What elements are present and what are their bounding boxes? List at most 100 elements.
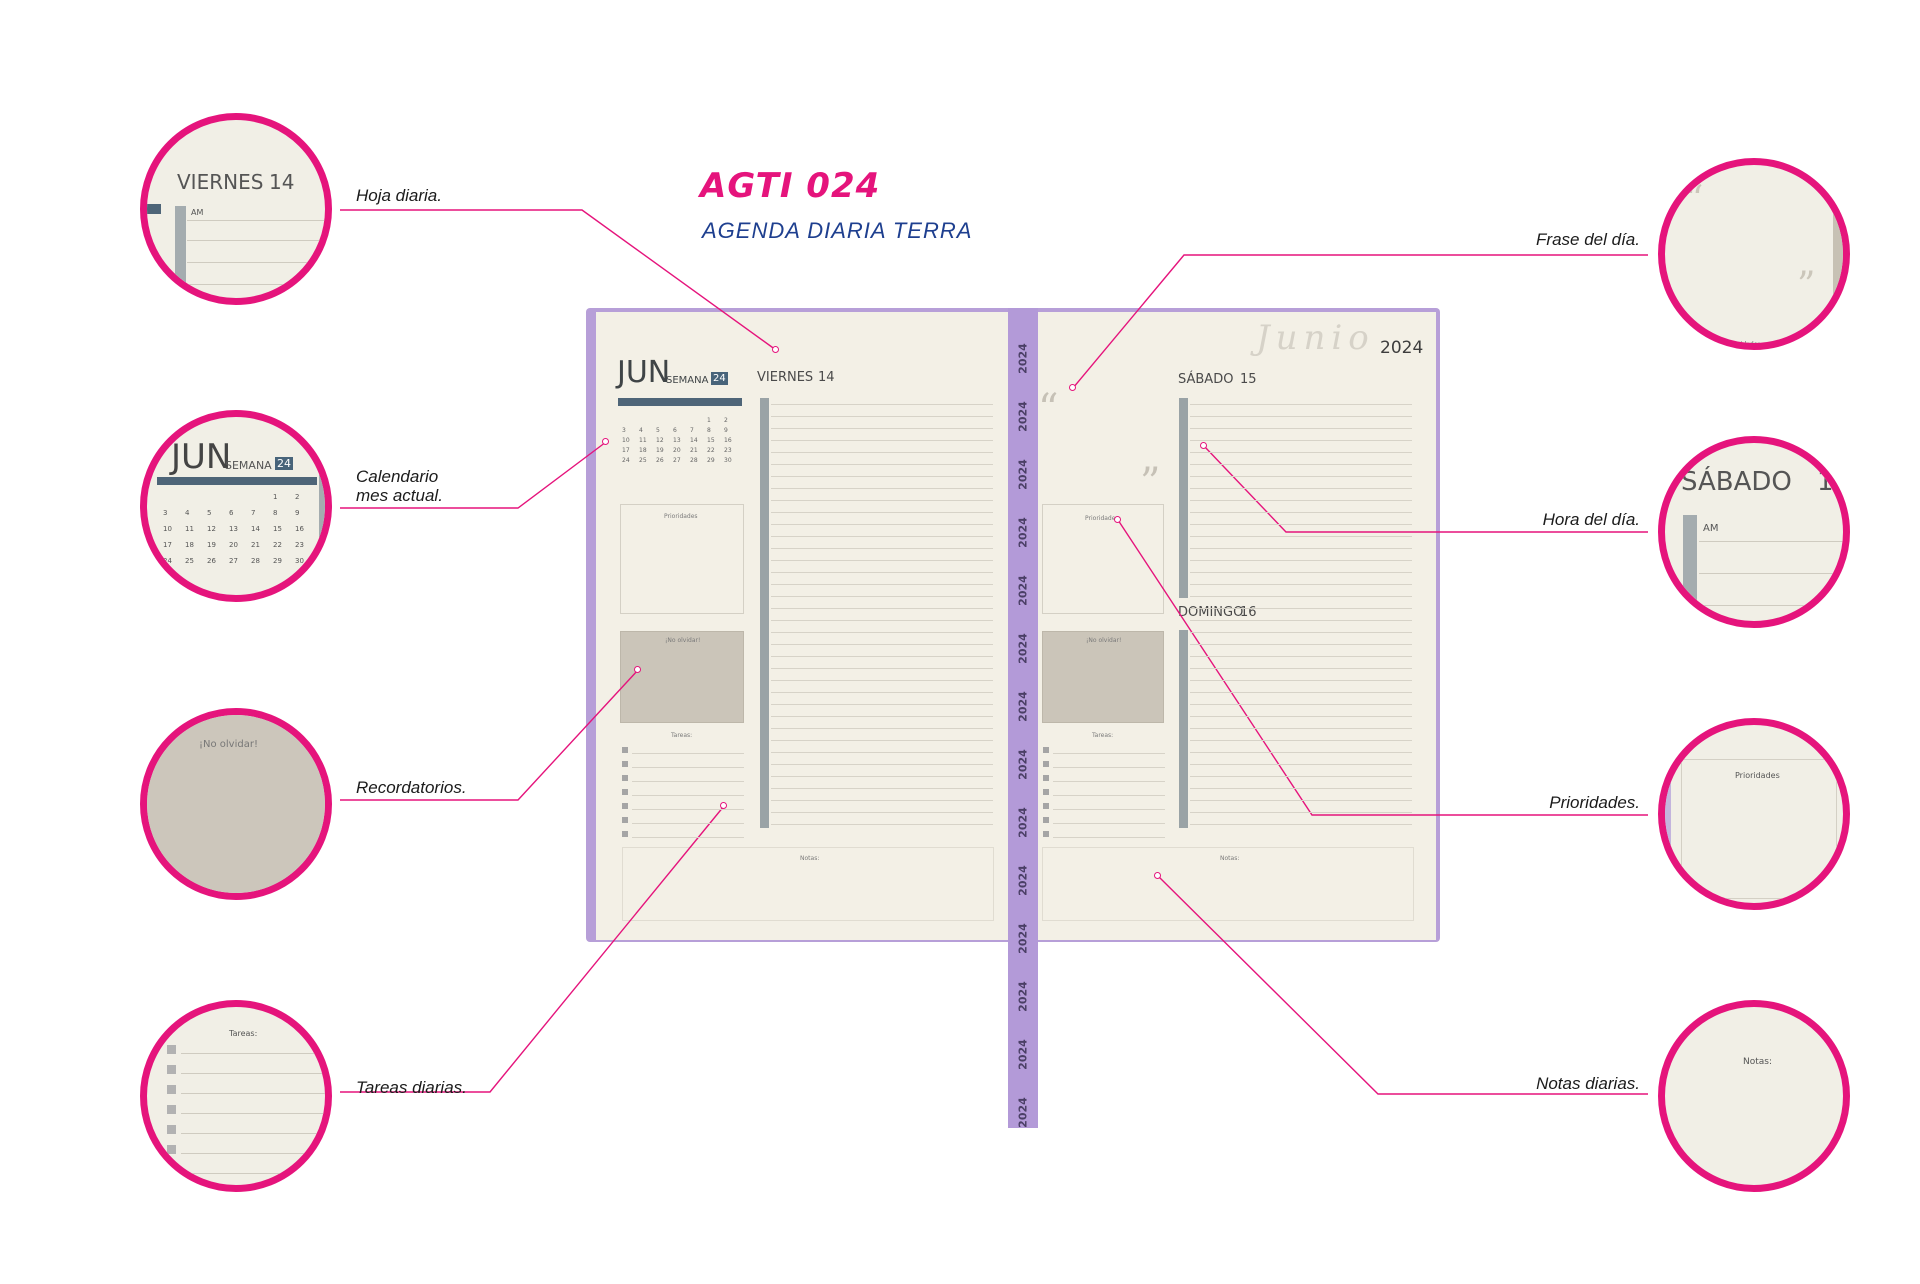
ruled-line: [1190, 452, 1412, 453]
ribbon-label: 2024: [1016, 923, 1030, 954]
zoom-calendar-day: 7: [251, 509, 256, 517]
ruled-line: [1190, 512, 1412, 513]
reminder-label-left: ¡No olvidar!: [665, 637, 701, 644]
ruled-line: [771, 560, 993, 561]
priorities-box-left: [620, 504, 744, 614]
right-page: [1022, 312, 1436, 940]
zoom-hora-line: [1699, 605, 1843, 606]
zoom-cal-week-num: 24: [275, 457, 293, 470]
notes-label-right: Notas:: [1220, 855, 1240, 862]
ruled-line: [1190, 488, 1412, 489]
task-checkbox: [622, 761, 628, 767]
calendar-day: 14: [690, 437, 698, 444]
page-week-label: SEMANA: [666, 375, 709, 386]
ribbon-label: 2024: [1016, 401, 1030, 432]
ruled-line: [1190, 692, 1412, 693]
ruled-line: [1190, 404, 1412, 405]
zoom-calendar-day: 24: [163, 557, 172, 565]
ruled-line: [771, 464, 993, 465]
callout-hoja-diaria: Hoja diaria.: [356, 186, 442, 205]
ruled-line: [1190, 596, 1412, 597]
ruled-line: [771, 488, 993, 489]
task-line: [632, 753, 744, 754]
page-year: 2024: [1380, 338, 1424, 358]
hour-bar-right-2: [1179, 630, 1188, 828]
ruled-line: [771, 716, 993, 717]
calendar-day: 24: [622, 457, 630, 464]
pointer-dot-notes: [1154, 872, 1161, 879]
zoom-cal-hourbar: [319, 475, 325, 575]
zoom-hora-line: [1699, 541, 1843, 542]
zoom-prioridades: Prioridades: [1658, 718, 1850, 910]
zoom-calendar-day: 19: [207, 541, 216, 549]
page-week-num: 24: [711, 372, 728, 385]
ruled-line: [1190, 680, 1412, 681]
calendar-day: 1: [707, 417, 711, 424]
ribbon-label: 2024: [1016, 981, 1030, 1012]
task-checkbox: [622, 789, 628, 795]
ruled-line: [1190, 416, 1412, 417]
zoom-task-checkbox: [167, 1065, 176, 1074]
zoom-calendar-day: 27: [229, 557, 238, 565]
task-line: [1053, 781, 1165, 782]
notes-label-left: Notas:: [800, 855, 820, 862]
zoom-calendar-day: 6: [229, 509, 234, 517]
zoom-hoja-line: [187, 240, 325, 241]
pointer-dot-tasks: [720, 802, 727, 809]
ruled-line: [771, 536, 993, 537]
task-checkbox: [1043, 803, 1049, 809]
callout-frase: Frase del día.: [1536, 230, 1640, 249]
calendar-day: 27: [673, 457, 681, 464]
ruled-line: [1190, 812, 1412, 813]
zoom-calendar-day: 30: [295, 557, 304, 565]
zoom-calendar-day: 17: [163, 541, 172, 549]
zoom-notes-label: Notas:: [1743, 1057, 1773, 1067]
ruled-line: [1190, 476, 1412, 477]
zoom-frase-edge: [1833, 205, 1843, 305]
calendar-day: 13: [673, 437, 681, 444]
ruled-line: [1190, 440, 1412, 441]
ruled-line: [771, 440, 993, 441]
ribbon-label: 2024: [1016, 1039, 1030, 1070]
task-line: [1053, 753, 1165, 754]
task-checkbox: [1043, 789, 1049, 795]
ruled-line: [1190, 656, 1412, 657]
task-line: [632, 809, 744, 810]
pointer-dot-reminder: [634, 666, 641, 673]
zoom-hoja-hourbar: [175, 206, 186, 298]
ribbon-label: 2024: [1016, 459, 1030, 490]
task-line: [632, 795, 744, 796]
ruled-line: [1190, 560, 1412, 561]
ruled-line: [1190, 644, 1412, 645]
zoom-hora: SÁBADO 15 AM: [1658, 436, 1850, 628]
calendar-day: 25: [639, 457, 647, 464]
task-line: [1053, 767, 1165, 768]
zoom-calendar-day: 23: [295, 541, 304, 549]
callout-notas: Notas diarias.: [1536, 1074, 1640, 1093]
ribbon-label: 2024: [1016, 807, 1030, 838]
task-checkbox: [622, 775, 628, 781]
ruled-line: [771, 824, 993, 825]
ruled-line: [1190, 788, 1412, 789]
page-day-name: VIERNES: [757, 370, 814, 385]
zoom-calendar-day: 1: [273, 493, 278, 501]
zoom-task-line: [181, 1073, 325, 1074]
bookmark-ribbon: [1008, 308, 1038, 1128]
zoom-calendar-day: 10: [163, 525, 172, 533]
task-line: [1053, 809, 1165, 810]
reminder-label-right: ¡No olvidar!: [1086, 637, 1122, 644]
ruled-line: [1190, 608, 1412, 609]
zoom-calendar-day: 25: [185, 557, 194, 565]
calendar-day: 6: [673, 427, 677, 434]
calendar-day: 4: [639, 427, 643, 434]
ruled-line: [1190, 824, 1412, 825]
callout-calendario-2: mes actual.: [356, 486, 443, 505]
zoom-calendar-day: 14: [251, 525, 260, 533]
calendar-day: 22: [707, 447, 715, 454]
zoom-hora-line: [1699, 573, 1843, 574]
zoom-calendar-day: 12: [207, 525, 216, 533]
zoom-quote-close-icon: ”: [1797, 265, 1816, 306]
task-line: [632, 823, 744, 824]
